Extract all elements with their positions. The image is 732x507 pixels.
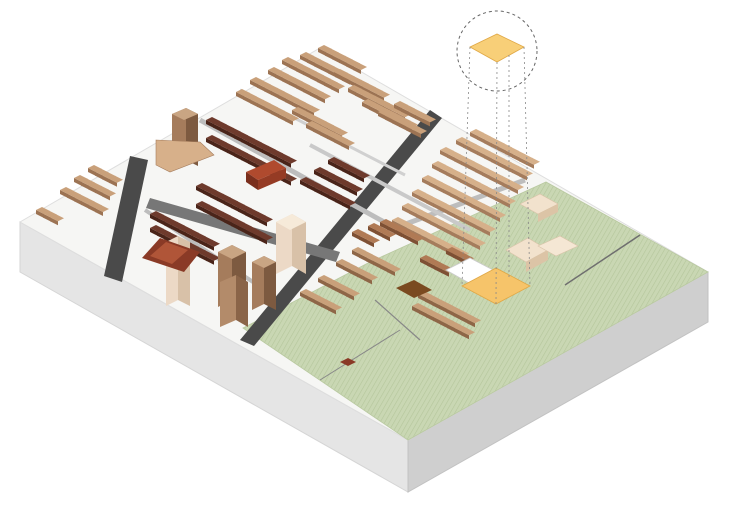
row-house [349,185,363,196]
row-house [206,239,220,251]
row-house [50,214,64,226]
row-house [467,316,481,328]
row-house [482,225,496,236]
pavilion-2 [505,235,579,272]
row-house [95,205,109,216]
row-house [519,169,533,181]
row-house [283,156,297,168]
callout-circle [456,10,538,305]
row-house [461,328,475,340]
row-house [356,171,370,183]
row-house [353,63,367,74]
row-house [331,82,345,94]
tower-buildings [142,108,306,327]
green-field [242,181,709,441]
row-house [206,253,220,265]
field-path-2 [374,299,421,341]
tower-south-3 [220,275,248,327]
row-house [283,174,297,186]
row-house [422,115,436,127]
callout-ring [456,10,538,92]
callout-leader-lines [461,46,531,305]
row-house [410,234,424,246]
row-house [317,92,331,104]
row-house [346,289,360,301]
tower-centre-light [276,214,306,274]
row-house [328,303,342,315]
civic-building [246,160,286,190]
row-house [382,230,396,242]
row-house [366,236,380,248]
field-path-3 [319,329,401,381]
highlight-plot [461,267,531,305]
podium-red [142,238,200,272]
row-house [109,175,123,187]
callout-plot [469,33,525,63]
row-house [526,157,540,169]
dark-plot [396,280,432,298]
arterial-road-west [104,156,148,282]
row-house [510,183,524,194]
row-house [364,273,378,285]
tower-south-2 [252,256,276,310]
row-house [472,239,486,250]
row-house [285,114,299,126]
row-house [102,189,116,201]
field-path-1 [564,234,641,286]
row-house [413,127,427,138]
pavilion-1 [519,193,559,222]
row-house [259,233,273,245]
row-house [387,265,401,276]
row-house [259,215,273,227]
row-house [341,139,355,150]
row-house [342,198,356,210]
small-shed [340,358,356,366]
tower-north [155,108,215,173]
